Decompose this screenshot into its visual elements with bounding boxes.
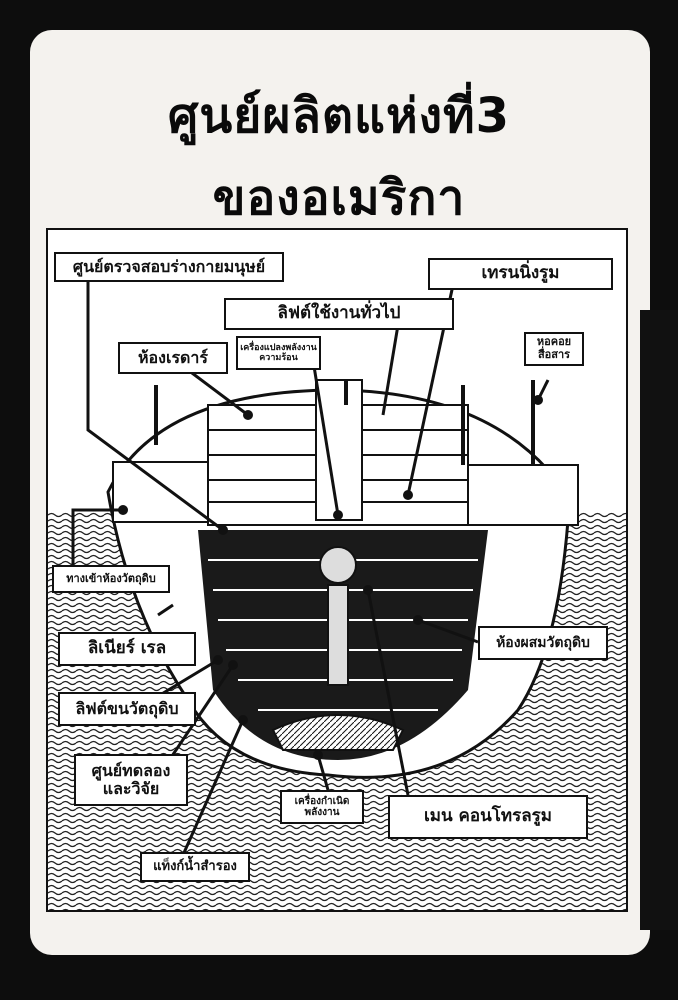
label-train-room: เทรนนิ่งรูม	[428, 258, 613, 290]
label-research-center: ศูนย์ทดลอง และวิจัย	[74, 754, 188, 806]
leader-lines	[71, 270, 550, 856]
antenna-masts	[154, 380, 535, 465]
right-wing	[467, 464, 579, 526]
label-reserve-water-tank: แท็งก์น้ำสำรอง	[140, 852, 250, 882]
label-main-control-room: เมน คอนโทรลรูม	[388, 795, 588, 839]
poster-side-tab	[640, 310, 678, 930]
label-material-elevator: ลิฟต์ขนวัตถุดิบ	[58, 692, 196, 726]
facility-diagram: ศูนย์ตรวจสอบร่างกายมนุษย์ เทรนนิ่งรูม ลิ…	[46, 228, 628, 912]
reactor-sphere	[319, 546, 357, 584]
generator-dome	[271, 714, 405, 751]
title-line-1: ศูนย์ผลิตแห่งที่3	[167, 88, 511, 144]
title-line-2: ของอเมริกา	[212, 170, 466, 226]
central-tower	[315, 379, 363, 521]
label-human-inspection-center: ศูนย์ตรวจสอบร่างกายมนุษย์	[54, 252, 284, 282]
label-material-mixing-room: ห้องผสมวัตถุดิบ	[478, 626, 608, 660]
label-communication-tower: หอคอยสื่อสาร	[524, 332, 584, 366]
label-general-elevator: ลิฟต์ใช้งานทั่วไป	[224, 298, 454, 330]
label-linear-rail: ลิเนียร์ เรล	[58, 632, 196, 666]
left-wing	[112, 461, 209, 523]
label-radar-room: ห้องเรดาร์	[118, 342, 228, 374]
label-material-entrance: ทางเข้าห้องวัตถุดิบ	[52, 565, 170, 593]
leader-dots	[118, 395, 543, 760]
label-heat-energy-converter: เครื่องแปลงพลังงานความร้อน	[236, 336, 321, 370]
label-power-generator: เครื่องกำเนิดพลังงาน	[280, 790, 364, 824]
reactor-column	[327, 584, 349, 686]
